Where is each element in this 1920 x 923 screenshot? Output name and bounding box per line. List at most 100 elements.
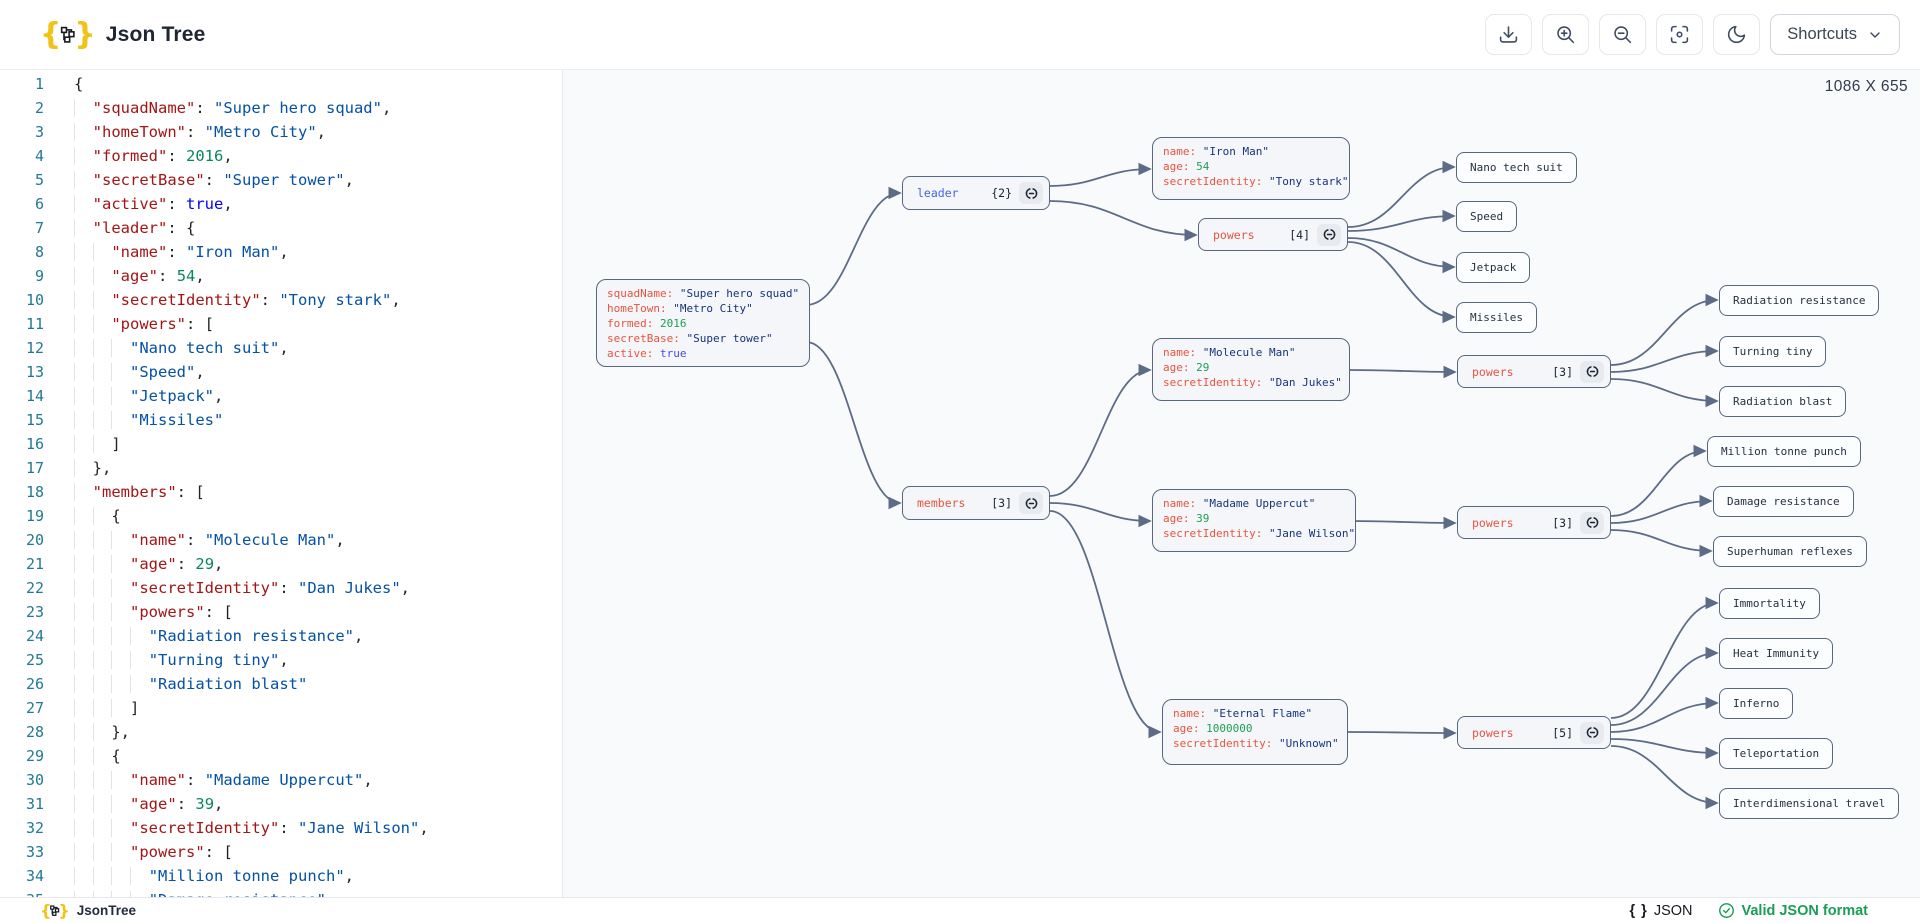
graph-leaf-damage-resistance[interactable]: Damage resistance [1713, 486, 1854, 517]
editor-line[interactable]: 6 "active": true, [0, 192, 562, 216]
editor-line[interactable]: 35 "Damage resistance", [0, 888, 562, 897]
line-number: 30 [25, 771, 44, 789]
shortcuts-label: Shortcuts [1787, 25, 1857, 43]
expand-link-button[interactable] [1317, 223, 1341, 246]
editor-line[interactable]: 20 "name": "Molecule Man", [0, 528, 562, 552]
editor-line[interactable]: 17 }, [0, 456, 562, 480]
zoom-out-button[interactable] [1599, 14, 1647, 55]
editor-line[interactable]: 10 "secretIdentity": "Tony stark", [0, 288, 562, 312]
graph-node-members[interactable]: members[3] [902, 486, 1050, 520]
expand-link-button[interactable] [1019, 182, 1043, 204]
line-number: 1 [34, 75, 44, 93]
line-content: "homeTown": "Metro City", [74, 120, 326, 144]
focus-view-button[interactable] [1656, 14, 1704, 55]
graph-leaf-heat-immunity[interactable]: Heat Immunity [1719, 638, 1834, 669]
editor-line[interactable]: 5 "secretBase": "Super tower", [0, 168, 562, 192]
graph-leaf-missiles[interactable]: Missiles [1456, 302, 1537, 333]
graph-leaf-teleportation[interactable]: Teleportation [1719, 738, 1834, 769]
editor-line[interactable]: 34 "Million tonne punch", [0, 864, 562, 888]
json-editor[interactable]: 1{2 "squadName": "Super hero squad",3 "h… [0, 70, 563, 897]
editor-line[interactable]: 21 "age": 29, [0, 552, 562, 576]
toolbar: Shortcuts [1485, 14, 1900, 55]
format-indicator[interactable]: { } JSON [1629, 903, 1692, 919]
download-button[interactable] [1485, 14, 1533, 55]
line-number: 17 [25, 459, 44, 477]
graph-node-root[interactable]: squadName: "Super hero squad"homeTown: "… [596, 279, 810, 367]
line-content: "Radiation blast" [74, 672, 308, 696]
editor-line[interactable]: 29 { [0, 744, 562, 768]
editor-line[interactable]: 8 "name": "Iron Man", [0, 240, 562, 264]
zoom-in-button[interactable] [1542, 14, 1590, 55]
graph-canvas[interactable]: 1086 X 655 squadName: "Super hero squad"… [563, 70, 1920, 897]
link-icon [1586, 517, 1598, 528]
dark-mode-button[interactable] [1713, 14, 1761, 55]
editor-line[interactable]: 9 "age": 54, [0, 264, 562, 288]
editor-line[interactable]: 15 "Missiles" [0, 408, 562, 432]
line-content: "name": "Madame Uppercut", [74, 768, 373, 792]
graph-leaf-radiation-resistance[interactable]: Radiation resistance [1719, 285, 1880, 316]
editor-line[interactable]: 28 }, [0, 720, 562, 744]
graph-leaf-turning-tiny[interactable]: Turning tiny [1719, 336, 1827, 367]
graph-leaf-million-tonne-punch[interactable]: Million tonne punch [1707, 436, 1861, 467]
editor-line[interactable]: 18 "members": [ [0, 480, 562, 504]
shortcuts-dropdown[interactable]: Shortcuts [1770, 14, 1900, 55]
editor-line[interactable]: 33 "powers": [ [0, 840, 562, 864]
graph-leaf-nano-tech-suit[interactable]: Nano tech suit [1456, 152, 1577, 183]
line-content: "secretBase": "Super tower", [74, 168, 354, 192]
editor-line[interactable]: 14 "Jetpack", [0, 384, 562, 408]
editor-line[interactable]: 2 "squadName": "Super hero squad", [0, 96, 562, 120]
editor-line[interactable]: 25 "Turning tiny", [0, 648, 562, 672]
graph-edges [805, 160, 1719, 810]
line-content: "powers": [ [74, 600, 233, 624]
graph-node-leader[interactable]: leader{2} [902, 176, 1050, 210]
editor-line[interactable]: 11 "powers": [ [0, 312, 562, 336]
line-number: 21 [25, 555, 44, 573]
line-content: { [74, 744, 120, 768]
line-number: 19 [25, 507, 44, 525]
editor-line[interactable]: 1{ [0, 72, 562, 96]
editor-line[interactable]: 27 ] [0, 696, 562, 720]
graph-leaf-radiation-blast[interactable]: Radiation blast [1719, 386, 1847, 417]
expand-link-button[interactable] [1580, 721, 1604, 744]
editor-line[interactable]: 26 "Radiation blast" [0, 672, 562, 696]
editor-line[interactable]: 13 "Speed", [0, 360, 562, 384]
check-circle-icon [1719, 903, 1735, 918]
editor-line[interactable]: 3 "homeTown": "Metro City", [0, 120, 562, 144]
graph-node-powers-leader[interactable]: powers[4] [1198, 218, 1348, 251]
footer-brand: JsonTree [76, 903, 137, 918]
line-content: "secretIdentity": "Dan Jukes", [74, 576, 410, 600]
editor-line[interactable]: 7 "leader": { [0, 216, 562, 240]
editor-line[interactable]: 22 "secretIdentity": "Dan Jukes", [0, 576, 562, 600]
line-number: 31 [25, 795, 44, 813]
graph-node-powers-molecule[interactable]: powers[3] [1457, 355, 1611, 388]
expand-link-button[interactable] [1019, 492, 1043, 514]
editor-line[interactable]: 23 "powers": [ [0, 600, 562, 624]
moon-icon [1728, 25, 1746, 44]
editor-line[interactable]: 24 "Radiation resistance", [0, 624, 562, 648]
editor-line[interactable]: 12 "Nano tech suit", [0, 336, 562, 360]
editor-line[interactable]: 16 ] [0, 432, 562, 456]
graph-leaf-immortality[interactable]: Immortality [1719, 588, 1820, 619]
editor-line[interactable]: 30 "name": "Madame Uppercut", [0, 768, 562, 792]
expand-link-button[interactable] [1580, 360, 1604, 383]
graph-node-powers-eternal[interactable]: powers[5] [1457, 716, 1611, 749]
graph-leaf-interdimensional-travel[interactable]: Interdimensional travel [1719, 788, 1900, 819]
graph-leaf-superhuman-reflexes[interactable]: Superhuman reflexes [1713, 536, 1867, 567]
editor-line[interactable]: 19 { [0, 504, 562, 528]
editor-line[interactable]: 32 "secretIdentity": "Jane Wilson", [0, 816, 562, 840]
graph-leaf-inferno[interactable]: Inferno [1719, 688, 1794, 719]
editor-line[interactable]: 31 "age": 39, [0, 792, 562, 816]
link-icon [1586, 727, 1598, 738]
expand-link-button[interactable] [1580, 511, 1604, 534]
valid-json-badge: Valid JSON format [1718, 902, 1868, 919]
graph-leaf-jetpack[interactable]: Jetpack [1456, 252, 1531, 283]
download-icon [1500, 26, 1518, 43]
editor-line[interactable]: 4 "formed": 2016, [0, 144, 562, 168]
line-content: "age": 54, [74, 264, 204, 288]
graph-leaf-speed[interactable]: Speed [1456, 201, 1518, 232]
graph-node-powers-madame[interactable]: powers[3] [1457, 506, 1611, 539]
